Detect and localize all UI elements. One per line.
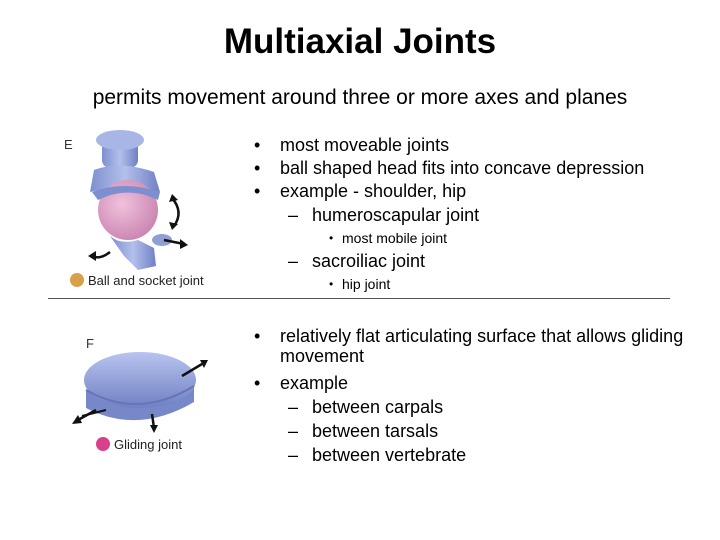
ball-socket-note: hip joint bbox=[254, 273, 644, 295]
slide-subtitle: permits movement around three or more ax… bbox=[92, 86, 628, 109]
figure-f-letter: F bbox=[86, 336, 94, 351]
figure-f-dot-icon bbox=[96, 437, 110, 451]
slide-title: Multiaxial Joints bbox=[223, 22, 497, 61]
gliding-bullet: example bbox=[254, 372, 700, 395]
gliding-example: between tarsals bbox=[254, 419, 700, 443]
figure-e-letter: E bbox=[64, 137, 73, 152]
ball-socket-note: most mobile joint bbox=[254, 227, 644, 249]
figure-f-caption: Gliding joint bbox=[96, 437, 182, 452]
section-divider bbox=[48, 298, 670, 299]
figure-e-dot-icon bbox=[70, 273, 84, 287]
ball-socket-subitem: humeroscapular joint bbox=[254, 203, 644, 227]
figure-e-caption: Ball and socket joint bbox=[70, 273, 204, 288]
ball-socket-bullet: most moveable joints bbox=[254, 134, 644, 157]
figure-f-caption-text: Gliding joint bbox=[114, 437, 182, 452]
gliding-list: relatively flat articulating surface tha… bbox=[254, 326, 700, 467]
ball-and-socket-joint-illustration bbox=[88, 130, 188, 270]
gliding-example: between vertebrate bbox=[254, 443, 700, 467]
figure-e-caption-text: Ball and socket joint bbox=[88, 273, 204, 288]
ball-socket-bullet: example - shoulder, hip bbox=[254, 180, 644, 203]
ball-socket-list: most moveable joints ball shaped head fi… bbox=[254, 134, 644, 295]
gliding-example: between carpals bbox=[254, 395, 700, 419]
gliding-joint-illustration bbox=[72, 352, 208, 433]
ball-socket-bullet: ball shaped head fits into concave depre… bbox=[254, 157, 644, 180]
ball-socket-subitem: sacroiliac joint bbox=[254, 249, 644, 273]
gliding-bullet: relatively flat articulating surface tha… bbox=[254, 326, 700, 366]
